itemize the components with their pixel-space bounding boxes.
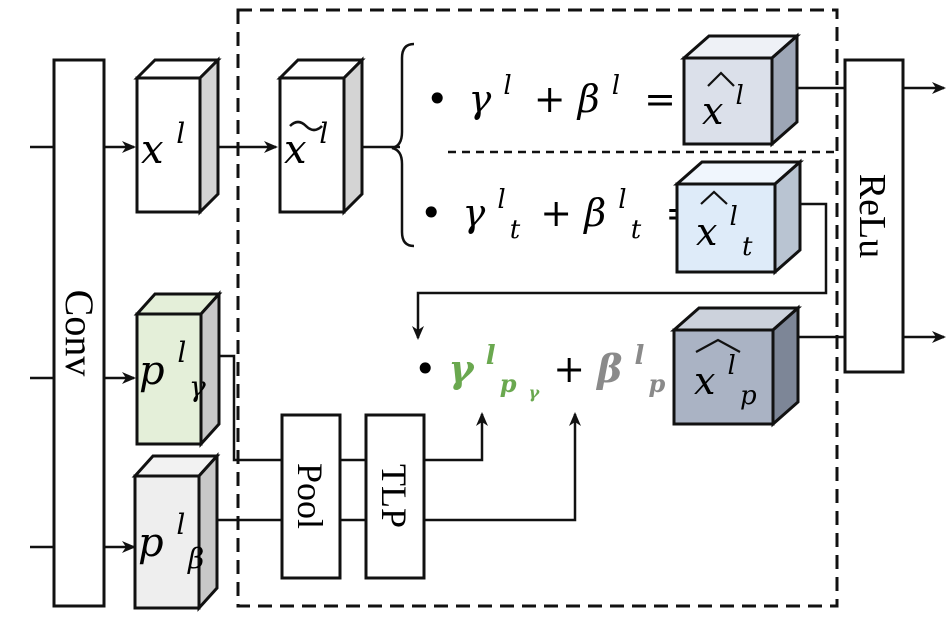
eq3-beta: β xyxy=(595,346,622,391)
relu-label: ReLu xyxy=(851,174,893,258)
x-sup: l xyxy=(176,117,185,150)
eq3-beta-sup: l xyxy=(634,341,644,371)
eq3-gamma-subsub: γ xyxy=(529,383,541,402)
equation-2: • γ l t + β l t = xyxy=(420,173,697,247)
x-base: x xyxy=(141,127,164,173)
tlp-label: TLP xyxy=(374,464,414,528)
o2-base: x xyxy=(696,210,717,254)
x-tilde-sup: l xyxy=(319,117,328,150)
svg-text:x l: x l xyxy=(284,117,328,173)
eq2-plus: + xyxy=(540,191,572,235)
conv-block: Conv xyxy=(52,58,106,608)
pbeta-base: p xyxy=(138,520,164,566)
eq3-beta-sub: p xyxy=(648,369,665,398)
eq2-beta-sub: t xyxy=(631,215,642,245)
eq2-beta: β xyxy=(582,191,606,235)
dashed-module-boundary xyxy=(236,8,839,608)
o3-sup: l xyxy=(728,351,736,381)
output-cube-xt: x l t xyxy=(673,158,804,276)
pool-label: Pool xyxy=(290,463,330,529)
eq3-gamma: γ xyxy=(449,346,476,391)
output-cube-xp: x l p xyxy=(670,304,802,428)
svg-text:p l β: p l β xyxy=(138,498,204,575)
p-gamma-block: p l γ xyxy=(133,290,223,448)
svg-text:x l t: x l t xyxy=(696,190,753,262)
eq1-beta-sup: l xyxy=(612,71,620,101)
pgamma-sup: l xyxy=(177,336,186,369)
o2-sub: t xyxy=(742,232,753,262)
eq1-bullet: • xyxy=(426,77,448,121)
svg-text:x l p: x l p xyxy=(694,339,757,411)
eq3-bullet: • xyxy=(414,347,436,391)
eq3-gamma-sub: p xyxy=(500,369,517,398)
o3-base: x xyxy=(694,359,715,403)
x-tilde-base: x xyxy=(284,127,307,173)
eq1-plus: + xyxy=(534,77,566,121)
tilde-mark xyxy=(289,120,323,132)
pbeta-sup: l xyxy=(176,508,185,541)
curly-brace xyxy=(391,42,415,248)
o1-base: x xyxy=(702,89,723,133)
o3-sub: p xyxy=(740,381,757,411)
pgamma-base: p xyxy=(139,348,165,394)
svg-text:p l γ: p l γ xyxy=(139,326,206,403)
o1-sup: l xyxy=(736,81,744,111)
pgamma-sub: γ xyxy=(189,370,206,403)
eq1-gamma: γ xyxy=(469,77,492,121)
output-cube-x: x l xyxy=(680,32,801,148)
conv-label: Conv xyxy=(57,290,102,377)
eq3-plus: + xyxy=(553,347,585,391)
p-beta-block: p l β xyxy=(131,452,221,612)
pbeta-sub: β xyxy=(187,542,204,575)
svg-text:x l: x l xyxy=(141,117,185,173)
eq2-gamma: γ xyxy=(463,191,486,235)
eq2-gamma-sub: t xyxy=(510,215,521,245)
eq2-gamma-sup: l xyxy=(497,185,505,215)
o2-sup: l xyxy=(730,202,738,232)
feedback-path-xt xyxy=(412,202,828,340)
eq2-beta-sup: l xyxy=(618,185,626,215)
equation-1: • γ l + β l = xyxy=(426,59,676,121)
eq1-beta: β xyxy=(576,77,600,121)
eq1-gamma-sup: l xyxy=(503,71,511,101)
x-tilde-feature-block: x l xyxy=(276,56,366,216)
path-pgamma xyxy=(219,354,282,462)
x-feature-block: x l xyxy=(133,56,222,216)
arrow-tlp-to-gamma xyxy=(424,412,488,462)
svg-text:x l: x l xyxy=(702,81,744,133)
pool-block: Pool xyxy=(280,413,342,580)
arrow-tlp-to-beta xyxy=(424,412,581,522)
eq1-equals: = xyxy=(644,77,676,121)
eq2-bullet: • xyxy=(420,191,442,235)
eq3-gamma-sup: l xyxy=(486,341,496,371)
relu-block: ReLu xyxy=(843,58,905,374)
tlp-block: TLP xyxy=(364,413,426,580)
